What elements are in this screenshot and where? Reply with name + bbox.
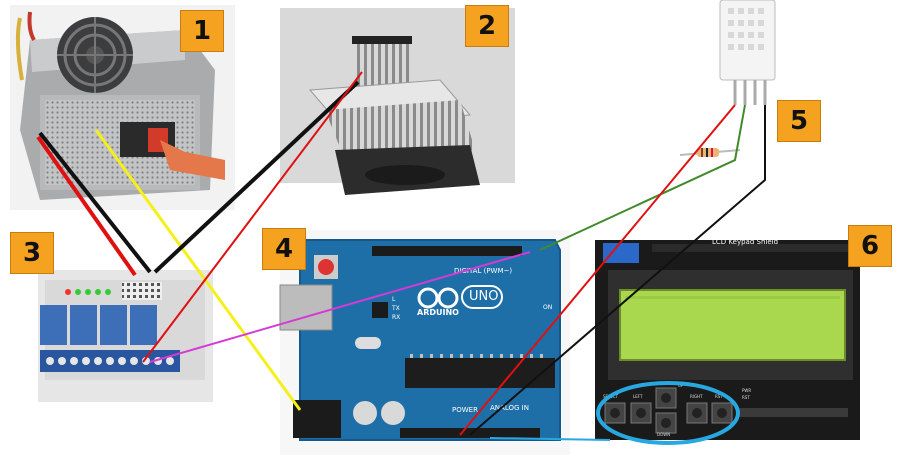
arduino-analog-label: ANALOG IN (490, 404, 529, 412)
badge-3: 3 (10, 232, 54, 274)
lcd-pwr-label: PWR (742, 388, 752, 393)
arduino-on-label: ON (543, 304, 553, 311)
wire-psu-black (38, 131, 152, 274)
lcd-button-left-label: LEFT (633, 394, 643, 399)
arduino-l-label: L (392, 296, 396, 303)
arduino-digital-label: DIGITAL (PWM~) (454, 267, 513, 275)
lcd-button-up-label: UP (678, 383, 684, 388)
lcd-button-down-label: DOWN (657, 432, 671, 437)
arduino-brand-label: ARDUINO (417, 308, 459, 317)
lcd-button-right-label: RIGHT (690, 394, 703, 399)
lcd-button-rst-label: RST (715, 394, 723, 399)
wire-relay-peltier-black (153, 80, 360, 274)
arduino-tx-label: TX (392, 305, 400, 312)
wire-dht-black (469, 105, 766, 436)
arduino-model-label: UNO (469, 289, 499, 304)
badge-6: 6 (848, 225, 892, 267)
wire-psu-red (36, 135, 137, 277)
arduino-power-label: POWER (452, 406, 478, 414)
badge-2: 2 (465, 5, 509, 47)
badge-1: 1 (180, 10, 224, 52)
wire-relay-arduino-magenta (149, 251, 531, 363)
wire-dht-green (539, 104, 746, 251)
button-highlight-ellipse (596, 381, 740, 445)
lcd-shield-title: LCD Keypad Shield (712, 238, 779, 246)
badge-4: 4 (262, 228, 306, 270)
arduino-rx-label: RX (392, 314, 401, 321)
wire-dht-red (459, 104, 736, 436)
wire-psu-yellow (94, 129, 302, 411)
wire-relay-peltier-red (142, 71, 363, 363)
lcd-rst-label: RST (742, 395, 750, 400)
wire-analog-cyan (489, 437, 611, 441)
badge-5: 5 (777, 100, 821, 142)
